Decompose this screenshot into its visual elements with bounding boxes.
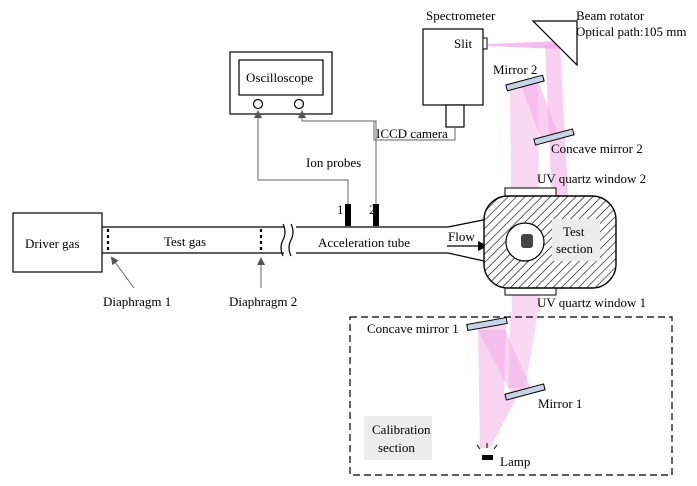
beam-rotator-to-mirror2 (488, 41, 560, 49)
lamp-icon (476, 443, 498, 460)
concave-mirror-1-element (466, 316, 508, 332)
concave-mirror-2: Concave mirror 2 (533, 128, 643, 156)
diaphragm-1-label: Diaphragm 1 (103, 294, 171, 309)
uv-window-2 (504, 187, 557, 197)
oscilloscope-knob-left (252, 98, 264, 110)
beam-mirror2-to-concave2 (520, 80, 560, 142)
test-section: Test section UV quartz window 2 UV quart… (483, 171, 646, 310)
spectrometer-label: Spectrometer (426, 8, 496, 23)
calibration-section: Concave mirror 1 Mirror 1 Calibration se… (349, 316, 673, 476)
acceleration-tube-label: Acceleration tube (318, 235, 410, 250)
calibration-boundary (349, 316, 673, 476)
beam-calibration-up (509, 312, 538, 388)
mirror-1-label: Mirror 1 (538, 396, 582, 411)
beam-calibration-cross (478, 330, 533, 395)
concave-mirror-1-label: Concave mirror 1 (367, 321, 459, 336)
lamp-label: Lamp (500, 454, 530, 469)
wire-probe2 (298, 110, 377, 204)
test-section-label-line2: section (556, 241, 593, 256)
calibration-label-line2: section (378, 440, 415, 455)
calibration-label-bg (364, 416, 432, 460)
slit-marker (482, 37, 488, 50)
beam-rotator-label: Beam rotator (576, 8, 645, 23)
test-model (521, 234, 533, 248)
calibration-label-line1: Calibration (372, 422, 431, 437)
driver-gas-box (12, 212, 103, 273)
diaphragm-2-label: Diaphragm 2 (229, 294, 297, 309)
ion-probes: 1 2 (337, 202, 379, 226)
driver-gas-label: Driver gas (25, 236, 80, 251)
slit-label: Slit (454, 36, 472, 51)
spectrometer: Spectrometer Slit (422, 8, 496, 128)
mirror-1-element (504, 383, 546, 401)
wire-probe1 (254, 110, 349, 204)
mirror-2-label: Mirror 2 (493, 62, 537, 77)
shock-tube: Driver gas Test gas Acceleration tube Fl… (12, 212, 494, 273)
oscilloscope-knob-right (293, 98, 305, 110)
test-section-label-bg (552, 219, 600, 261)
flow-label: Flow (448, 229, 475, 244)
wire-iccd (373, 121, 456, 141)
probe-2 (373, 204, 379, 226)
diaphragm-labels: Diaphragm 1 Diaphragm 2 (103, 256, 297, 309)
spectrometer-body (422, 28, 484, 106)
probe-2-label: 2 (369, 202, 376, 217)
mirror-2-element (505, 74, 545, 92)
concave-mirror-2-label: Concave mirror 2 (551, 141, 643, 156)
ion-probes-label: Ion probes (306, 155, 361, 170)
concave-mirror-2-element (533, 128, 575, 146)
test-gas-label: Test gas (164, 234, 206, 249)
oscilloscope-screen (238, 59, 324, 96)
uv-window-1-label: UV quartz window 1 (537, 295, 646, 310)
uv-window-2-label: UV quartz window 2 (537, 171, 646, 186)
iccd-camera-label: ICCD camera (376, 126, 448, 141)
tube-break (280, 223, 294, 257)
probe-1 (345, 204, 351, 226)
optical-path-label: Optical path:105 mm (576, 24, 686, 39)
oscilloscope: Oscilloscope (229, 51, 333, 115)
beam-calibration-down (478, 325, 518, 448)
probe-1-label: 1 (337, 202, 344, 217)
test-section-label-line1: Test (563, 224, 585, 239)
signal-wires (254, 110, 456, 204)
oscilloscope-label: Oscilloscope (246, 70, 313, 85)
spectrometer-camera (445, 104, 465, 128)
beam-rotator: Beam rotator Optical path:105 mm (531, 8, 686, 67)
mirror-2: Mirror 2 (493, 62, 545, 92)
